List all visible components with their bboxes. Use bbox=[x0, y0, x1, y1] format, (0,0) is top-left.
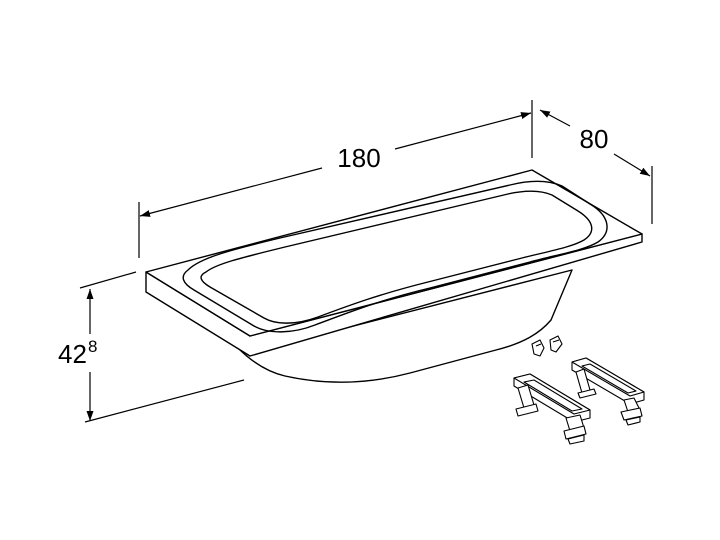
tub-feet bbox=[513, 335, 645, 445]
dimension-height-superscript: 8 bbox=[88, 337, 97, 356]
dimension-width bbox=[539, 109, 653, 224]
tub-rim-top bbox=[145, 169, 643, 337]
length-dimension-line-right bbox=[394, 112, 532, 150]
tub-basin bbox=[237, 269, 573, 383]
dimension-height-label: 42 bbox=[58, 339, 87, 369]
dimension-height bbox=[79, 271, 245, 423]
width-dimension-line-right bbox=[613, 153, 651, 177]
foot-rail-rear bbox=[571, 357, 645, 426]
width-dimension-line-left bbox=[539, 109, 571, 127]
dimension-width-label: 80 bbox=[580, 124, 609, 154]
mounting-clips bbox=[531, 335, 563, 357]
dimension-length-label: 180 bbox=[337, 143, 380, 173]
dimension-length bbox=[138, 100, 533, 258]
bathtub bbox=[145, 169, 643, 383]
tub-opening-inner bbox=[200, 190, 593, 324]
height-extension-top bbox=[79, 271, 137, 289]
foot-rail-front bbox=[513, 373, 591, 445]
tub-opening-outer bbox=[182, 180, 608, 333]
height-extension-bottom bbox=[84, 379, 245, 423]
length-dimension-line-left bbox=[139, 167, 323, 217]
